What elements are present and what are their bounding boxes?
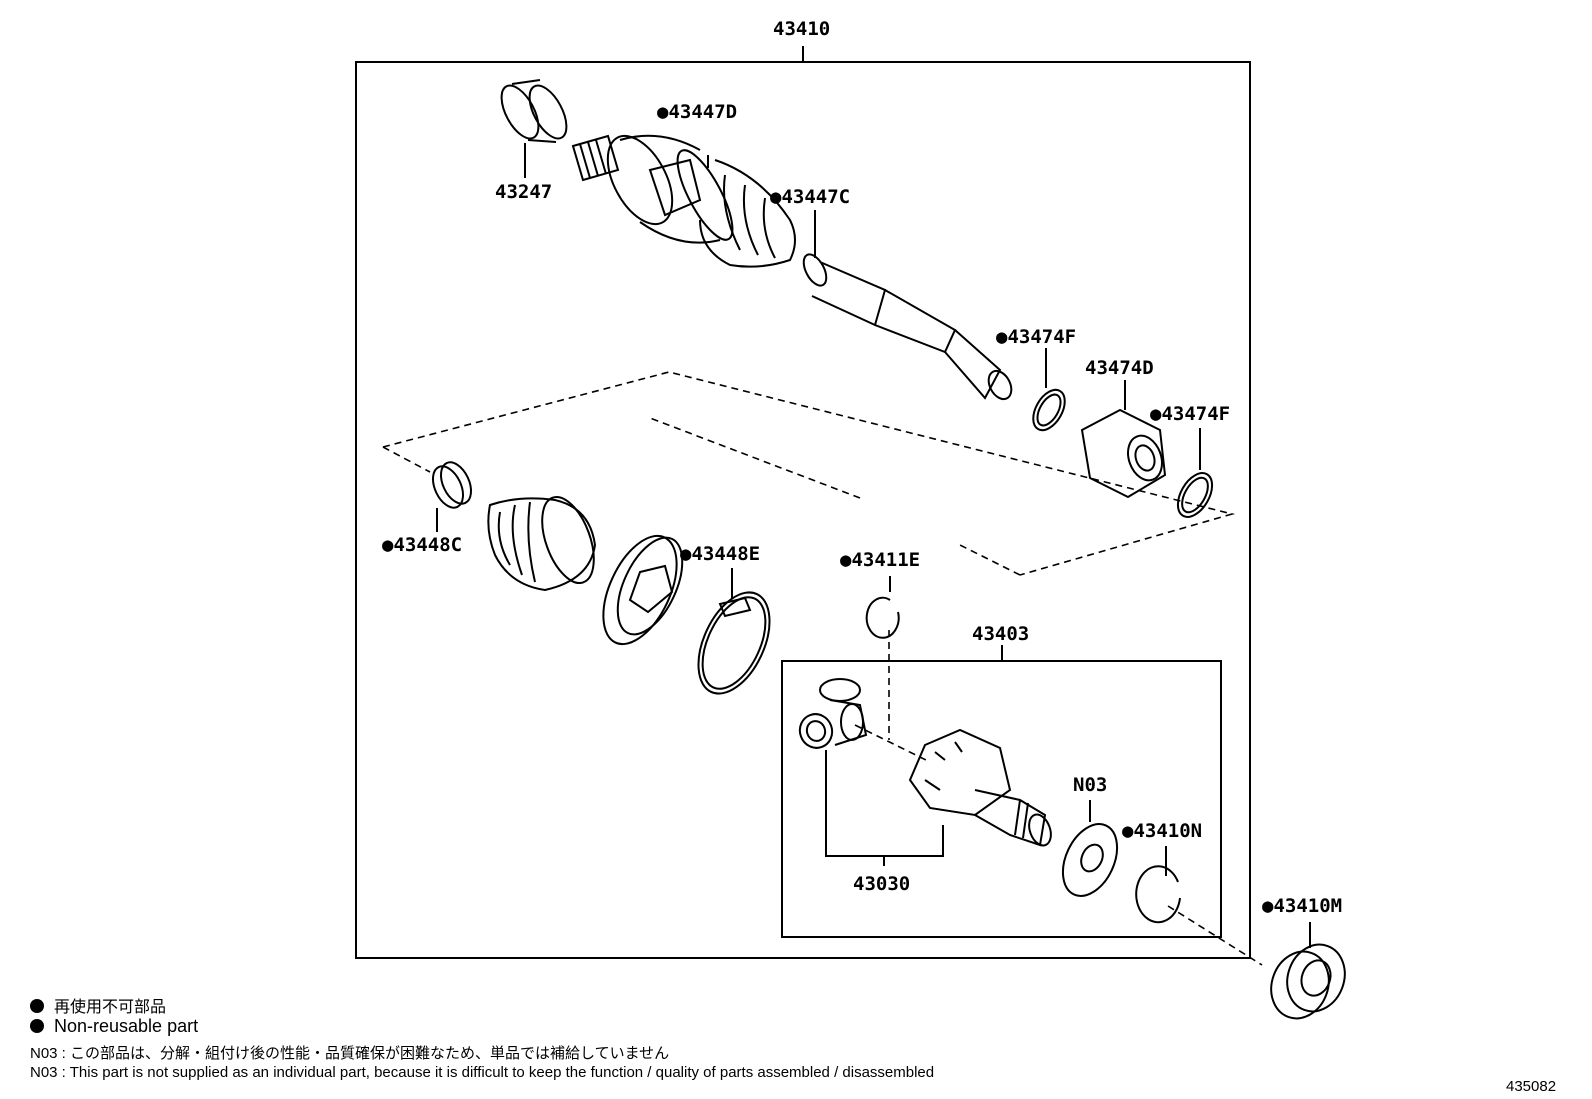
legend-text-ja: 再使用不可部品 xyxy=(54,999,167,1016)
label-snap-ring-f2: ●43474F xyxy=(1150,403,1230,425)
note-n03-en: N03 : This part is not supplied as an in… xyxy=(30,1064,935,1081)
label-tripod-set: 43030 xyxy=(853,873,910,895)
oil-seal-part xyxy=(1270,922,1346,1020)
label-oil-seal: ●43410M xyxy=(1262,895,1342,917)
drive-shaft-assembly xyxy=(571,134,1013,401)
inner-boot-clamp-e-part xyxy=(697,568,771,695)
dust-deflector-part xyxy=(1061,800,1119,897)
note-n03-ja: N03 : この部品は、分解・組付け後の性能・品質確保が困難なため、単品では補給… xyxy=(30,1045,670,1062)
snap-ring-upper xyxy=(1032,348,1066,432)
label-inner-joint-assembly: 43403 xyxy=(972,623,1029,645)
label-snap-ring-f1: ●43474F xyxy=(996,326,1076,348)
legend-non-reusable-ja: 再使用不可部品 xyxy=(30,993,166,1017)
damper-part xyxy=(1080,380,1167,499)
label-snap-ring-e: ●43411E xyxy=(840,549,920,571)
inner-boot-part xyxy=(487,496,597,592)
bullet-icon xyxy=(30,999,44,1013)
snap-ring-e-part xyxy=(865,576,900,639)
label-inner-boot-clamp-e: ●43448E xyxy=(680,543,760,565)
outer-ring-part xyxy=(500,79,568,178)
snap-ring-n-part xyxy=(1135,846,1181,924)
tripod-set-bracket xyxy=(825,750,944,866)
label-assembly: 43410 xyxy=(773,18,830,40)
inner-joint-housing-part xyxy=(908,728,1052,847)
joint-housing-part xyxy=(602,534,684,646)
label-outer-ring: 43247 xyxy=(495,181,552,203)
tripod-part xyxy=(798,678,868,749)
snap-ring-lower xyxy=(1176,428,1214,518)
legend-text-en: Non-reusable part xyxy=(54,1016,199,1036)
inner-boot-clamp-c-part xyxy=(431,461,473,532)
boot-kit-outline xyxy=(382,371,1236,576)
legend-non-reusable-en: Non-reusable part xyxy=(30,1016,198,1037)
label-boot-clamp-c: ●43447C xyxy=(770,186,850,208)
label-snap-ring-n: ●43410N xyxy=(1122,820,1202,842)
label-inner-boot-clamp-c: ●43448C xyxy=(382,534,462,556)
bullet-icon xyxy=(30,1019,44,1033)
label-damper: 43474D xyxy=(1085,357,1154,379)
label-dust-deflector: N03 xyxy=(1073,774,1107,796)
diagram-id: 435082 xyxy=(1506,1078,1557,1095)
label-boot-clamp-d: ●43447D xyxy=(657,101,737,123)
